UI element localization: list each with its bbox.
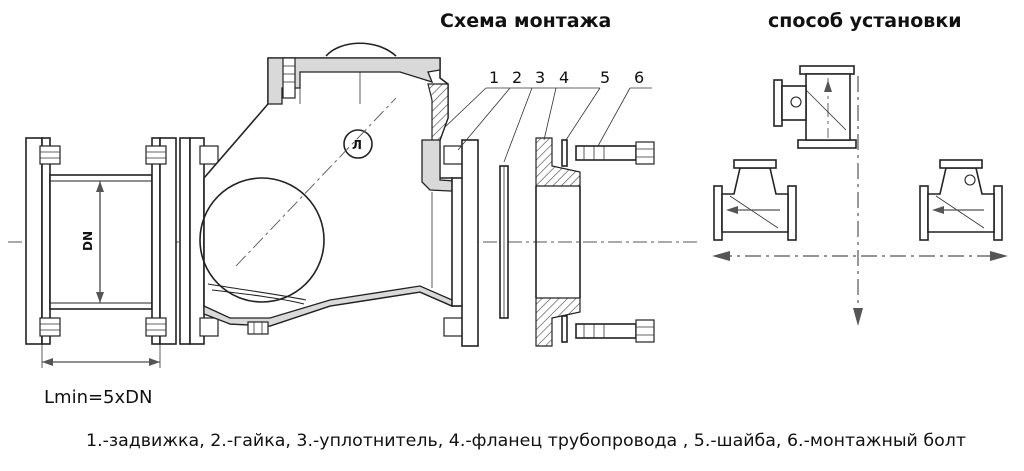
washer (561, 139, 568, 343)
valve-horizontal-right (919, 159, 1003, 241)
part-number-5: 5 (600, 68, 610, 87)
mounting-bolt-bottom (575, 319, 655, 343)
valve-vertical (773, 65, 857, 149)
mounting-bolt-top (575, 141, 655, 165)
svg-text:Л: Л (352, 138, 362, 152)
dn-dimension: DN (81, 181, 104, 303)
check-valve-body: Л (179, 42, 479, 347)
mounting-scheme-title: Схема монтажа (440, 10, 611, 32)
part-number-4: 4 (559, 68, 569, 87)
installation-orientation-diagram (712, 65, 1008, 326)
seal-gasket (499, 165, 509, 319)
upstream-pipe (25, 137, 177, 345)
part-callouts: 1 2 3 4 5 6 (443, 68, 652, 163)
pipeline-flange (535, 137, 581, 347)
assembly-drawing: DN Lmin=5xDN (8, 42, 700, 408)
dn-label: DN (81, 231, 95, 251)
lmin-dimension: Lmin=5xDN (41, 344, 161, 408)
lmin-label: Lmin=5xDN (44, 387, 152, 408)
part-number-2: 2 (512, 68, 522, 87)
part-number-1: 1 (489, 68, 499, 87)
installation-method-title: способ установки (768, 10, 962, 32)
parts-legend-caption: 1.-задвижка, 2.-гайка, 3.-уплотнитель, 4… (86, 431, 966, 450)
valve-horizontal-left (713, 159, 797, 241)
part-number-3: 3 (535, 68, 545, 87)
part-number-6: 6 (634, 68, 644, 87)
